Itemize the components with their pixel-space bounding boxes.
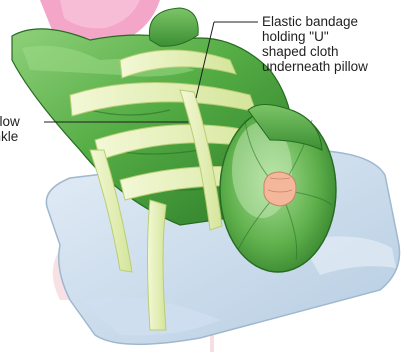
callout-line: pillow xyxy=(0,114,20,129)
callout-line: shaped cloth xyxy=(262,44,368,59)
foot-toes xyxy=(264,172,296,206)
callout-line: underneath pillow xyxy=(262,59,368,74)
callout-line: Elastic bandage xyxy=(262,14,368,29)
bandage-callout: Elastic bandage holding "U" shaped cloth… xyxy=(262,14,368,74)
callout-line: holding "U" xyxy=(262,29,368,44)
callout-line: it xyxy=(0,144,20,159)
pillow-callout: pillow ankle it e xyxy=(0,114,20,174)
callout-line: e xyxy=(0,159,20,174)
callout-line: ankle xyxy=(0,129,20,144)
